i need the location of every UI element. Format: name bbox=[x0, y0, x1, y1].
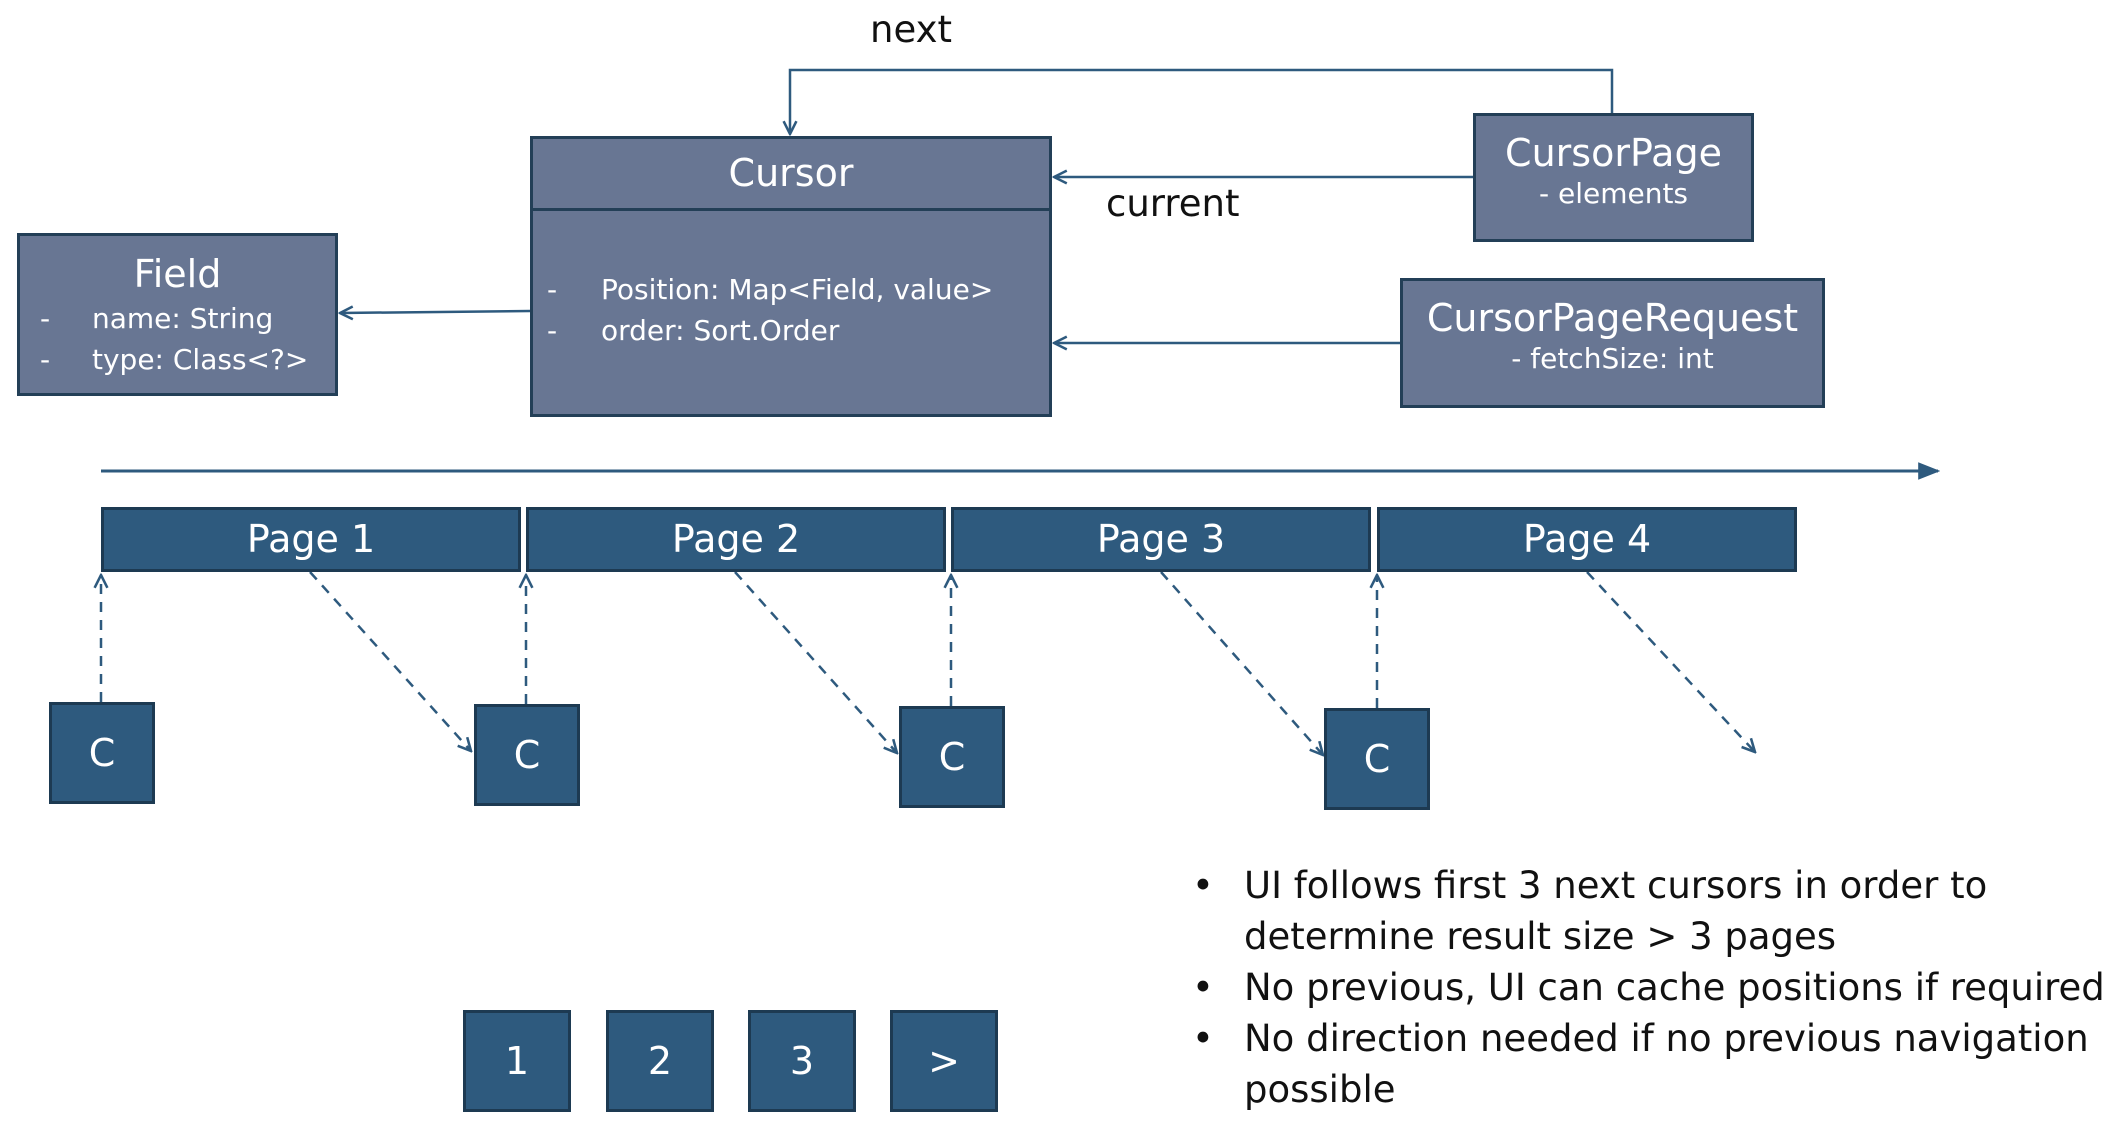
attribute-dash: - bbox=[547, 314, 558, 347]
page-2-box: Page 2 bbox=[526, 507, 946, 572]
cursor-attribute: - order: Sort.Order bbox=[547, 310, 1049, 351]
bullet: • bbox=[1192, 1017, 1214, 1060]
cursor-page-class-box: CursorPage - elements bbox=[1473, 113, 1754, 242]
cursor-marker-4: C bbox=[1324, 708, 1430, 810]
page-4-next-arrow bbox=[1586, 571, 1755, 752]
cursor-marker-2: C bbox=[474, 704, 580, 806]
next-arrow bbox=[790, 68, 1614, 134]
attribute-text: type: Class<?> bbox=[92, 343, 309, 376]
cursor-page-attribute: - elements bbox=[1538, 177, 1689, 210]
page-1-box: Page 1 bbox=[101, 507, 521, 572]
current-label: current bbox=[1106, 182, 1240, 225]
attribute-text: Position: Map<Field, value> bbox=[601, 273, 994, 306]
cursor-attribute: - Position: Map<Field, value> bbox=[547, 269, 1049, 310]
attribute-dash: - bbox=[40, 343, 51, 376]
next-page-button[interactable]: > bbox=[890, 1010, 998, 1112]
note-item: • No previous, UI can cache positions if… bbox=[1188, 962, 2108, 1013]
attribute-text: order: Sort.Order bbox=[601, 314, 840, 347]
page-2-next-arrow bbox=[734, 571, 897, 753]
cursor-page-request-title: CursorPageRequest bbox=[1426, 296, 1799, 340]
field-attribute: - type: Class<?> bbox=[40, 339, 335, 380]
cursor-class-box: Cursor - Position: Map<Field, value> - o… bbox=[530, 136, 1052, 417]
page-button-2[interactable]: 2 bbox=[606, 1010, 714, 1112]
page-3-box: Page 3 bbox=[951, 507, 1371, 572]
page-4-box: Page 4 bbox=[1377, 507, 1797, 572]
page-1-next-arrow bbox=[309, 571, 471, 751]
cursor-page-request-class-box: CursorPageRequest - fetchSize: int bbox=[1400, 278, 1825, 408]
cursor-page-request-attribute: - fetchSize: int bbox=[1511, 342, 1714, 375]
cursor-marker-1: C bbox=[49, 702, 155, 804]
attribute-dash: - bbox=[547, 273, 558, 306]
field-class-title: Field bbox=[133, 252, 222, 296]
notes-list: • UI follows first 3 next cursors in ord… bbox=[1188, 860, 2108, 1115]
bullet: • bbox=[1192, 864, 1214, 907]
note-text: No direction needed if no previous navig… bbox=[1244, 1017, 2089, 1111]
cursor-class-title: Cursor bbox=[533, 139, 1049, 211]
note-item: • UI follows first 3 next cursors in ord… bbox=[1188, 860, 2108, 962]
page-button-1[interactable]: 1 bbox=[463, 1010, 571, 1112]
field-arrow bbox=[340, 311, 531, 313]
cursor-marker-3: C bbox=[899, 706, 1005, 808]
note-item: • No direction needed if no previous nav… bbox=[1188, 1013, 2108, 1115]
next-label: next bbox=[870, 8, 952, 51]
note-text: No previous, UI can cache positions if r… bbox=[1244, 966, 2105, 1009]
attribute-dash: - bbox=[40, 302, 51, 335]
field-class-box: Field - name: String - type: Class<?> bbox=[17, 233, 338, 396]
page-button-3[interactable]: 3 bbox=[748, 1010, 856, 1112]
cursor-page-title: CursorPage bbox=[1505, 131, 1722, 175]
page-3-next-arrow bbox=[1160, 571, 1323, 755]
note-text: UI follows first 3 next cursors in order… bbox=[1244, 864, 1988, 958]
field-attribute: - name: String bbox=[40, 298, 335, 339]
attribute-text: name: String bbox=[92, 302, 274, 335]
bullet: • bbox=[1192, 966, 1214, 1009]
